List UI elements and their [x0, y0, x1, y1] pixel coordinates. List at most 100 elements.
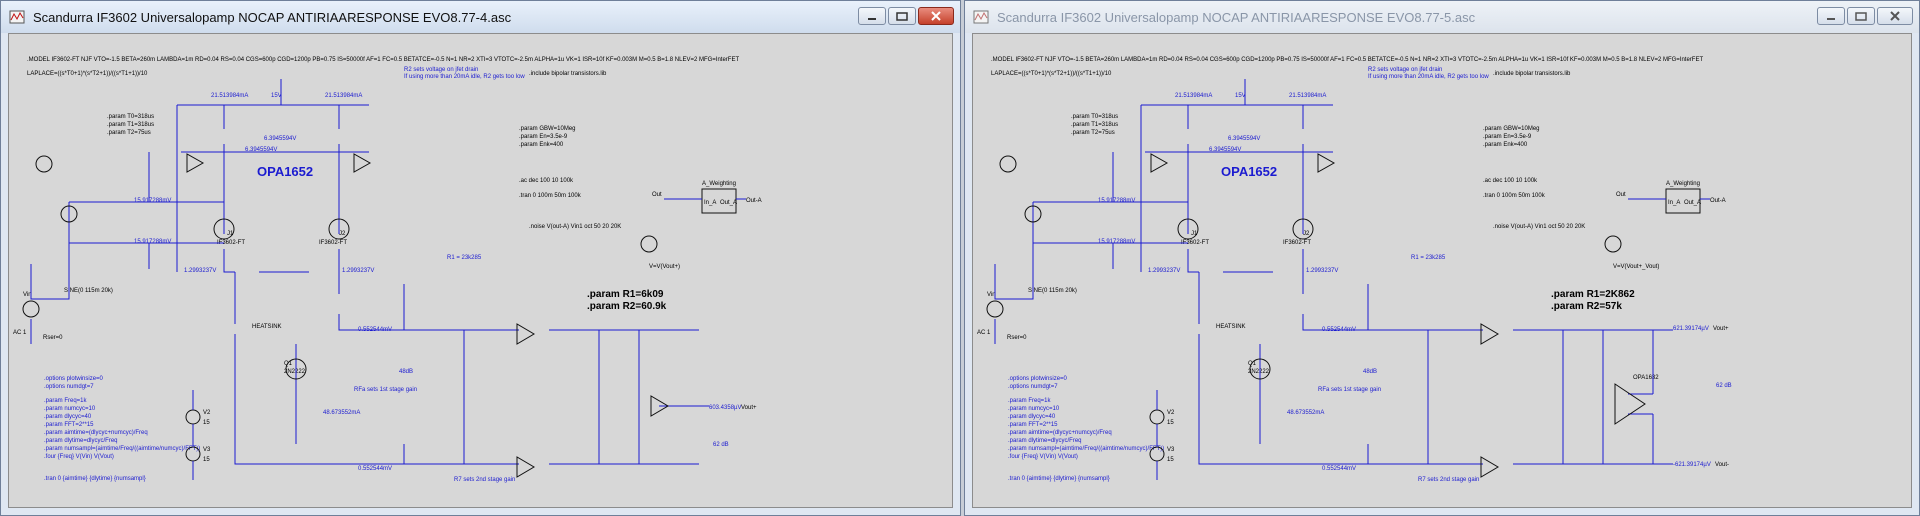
node-voltage-source-2: 1.2993237V — [342, 268, 374, 274]
param-t0: .param T0=318us — [107, 114, 154, 120]
r1-readout: R1 = 23k285 — [447, 255, 482, 261]
close-button[interactable] — [918, 7, 954, 25]
maximize-button[interactable] — [1847, 7, 1875, 25]
minimize-button[interactable] — [858, 7, 886, 25]
param-t1: .param T1=318us — [1071, 122, 1118, 128]
output-readout: 621.39174µV — [1673, 326, 1709, 332]
minimize-icon — [1827, 18, 1835, 20]
a-weighting-in: In_A — [704, 200, 716, 206]
j1-part: IF3602-FT — [1181, 240, 1209, 246]
current-left: 21.513984mA — [211, 93, 248, 99]
a-weighting-block[interactable] — [1665, 188, 1701, 214]
schematic-window-right[interactable]: Scandurra IF3602 Universalopamp NOCAP AN… — [964, 0, 1920, 516]
options-line-10: .four {Freq} V(Vin) V(Vout) — [44, 454, 114, 460]
title-bar[interactable]: Scandurra IF3602 Universalopamp NOCAP AN… — [1, 1, 960, 33]
param-r1: .param R1=2K862 — [1551, 289, 1635, 300]
node-voltage-out-2: 0.552544mV — [358, 466, 392, 472]
param-gbw: .param GBW=10Meg — [1483, 126, 1540, 132]
maximize-button[interactable] — [888, 7, 916, 25]
j1-transistor[interactable] — [213, 218, 235, 240]
j1-transistor[interactable] — [1177, 218, 1199, 240]
node-voltage-gate-2: 15.917288mV — [134, 239, 171, 245]
v2-source[interactable] — [185, 409, 201, 425]
laplace-directive: LAPLACE=((s*T0+1)*(s*T2+1))/((s*T1+1))/1… — [991, 71, 1112, 77]
sine-label: SINE(0 115m 20k) — [1028, 288, 1077, 294]
r2-note-1: R2 sets voltage on jfet drain — [404, 67, 478, 73]
j2-transistor[interactable] — [328, 218, 350, 240]
param-r1: .param R1=6k09 — [587, 289, 664, 300]
close-icon — [1890, 11, 1900, 21]
q1-part: 2N2222 — [284, 369, 306, 375]
schematic-canvas[interactable]: .MODEL IF3602-FT NJF VTO=-1.5 BETA=260m … — [972, 33, 1912, 508]
node-voltage-gate-2: 15.917288mV — [1098, 239, 1135, 245]
out-net: Out — [1616, 192, 1626, 198]
minimize-icon — [868, 18, 876, 20]
output-readout: 603.4358µV — [709, 405, 741, 411]
options-line-10: .four {Freq} V(Vin) V(Vout) — [1008, 454, 1078, 460]
r7-note: R7 sets 2nd stage gain — [454, 477, 515, 483]
e2-source[interactable] — [60, 205, 78, 223]
title-bar[interactable]: Scandurra IF3602 Universalopamp NOCAP AN… — [965, 1, 1919, 33]
node-voltage-out-2: 0.552544mV — [1322, 466, 1356, 472]
vin-source[interactable] — [986, 300, 1004, 318]
u5-opamp[interactable] — [1317, 153, 1336, 173]
output-readout-neg: -621.39174µV — [1673, 462, 1711, 468]
options-line-2: .options numdgt=7 — [1008, 384, 1058, 390]
u1-opamp[interactable] — [1480, 323, 1499, 345]
supply-15v: 15V — [271, 93, 282, 99]
rser-label: Rser=0 — [1007, 335, 1027, 341]
u5-opamp[interactable] — [353, 153, 372, 173]
j2-part: IF3602-FT — [319, 240, 347, 246]
node-voltage-drain-2: 6.3945594V — [1209, 147, 1241, 153]
heatsink-label: HEATSINK — [252, 324, 282, 330]
vin-source[interactable] — [22, 300, 40, 318]
schematic-window-left[interactable]: Scandurra IF3602 Universalopamp NOCAP AN… — [0, 0, 961, 516]
options-line-3: .param Freq=1k — [1008, 398, 1052, 404]
opa1632-opamp[interactable] — [1614, 383, 1646, 425]
v3-label: V3 — [1167, 447, 1175, 453]
options-line-3: .param Freq=1k — [44, 398, 88, 404]
j2-transistor[interactable] — [1292, 218, 1314, 240]
node-voltage-gate: 15.917288mV — [1098, 198, 1135, 204]
q1-transistor[interactable] — [285, 358, 307, 380]
param-r2: .param R2=60.9k — [587, 301, 667, 312]
param-t2: .param T2=75us — [107, 130, 151, 136]
b1-source[interactable] — [640, 235, 658, 253]
v2-source[interactable] — [1149, 409, 1165, 425]
current-right: 21.513984mA — [1289, 93, 1326, 99]
ac-directive: .ac dec 100 10 100k — [519, 178, 574, 184]
u3-opamp[interactable] — [1150, 153, 1169, 173]
r7-note: R7 sets 2nd stage gain — [1418, 477, 1479, 483]
b1-source[interactable] — [1604, 235, 1622, 253]
close-button[interactable] — [1877, 7, 1913, 25]
e1-source[interactable] — [999, 155, 1017, 173]
node-voltage-drain: 6.3945594V — [1228, 136, 1260, 142]
e2-source[interactable] — [1024, 205, 1042, 223]
u1-opamp[interactable] — [516, 323, 535, 345]
noise-directive: .noise V(out-A) Vin1 oct 50 20 20K — [529, 224, 621, 230]
a-weighting-block[interactable] — [701, 188, 737, 214]
a-weighting-label: A_Weighting — [1666, 181, 1700, 187]
minimize-button[interactable] — [1817, 7, 1845, 25]
u3-opamp[interactable] — [186, 153, 205, 173]
b1-expr: V=V(Vout+_Vout) — [1613, 264, 1659, 270]
vin-label: Vin — [987, 292, 996, 298]
options-line-9: .param numsampl=(aimtime/Freq/((aimtime/… — [1008, 446, 1164, 452]
u4-opamp[interactable] — [650, 395, 669, 417]
schematic-drawing: .MODEL IF3602-FT NJF VTO=-1.5 BETA=260m … — [977, 57, 1732, 483]
restore-icon — [1855, 12, 1867, 21]
opamp-label: OPA1652 — [1221, 164, 1277, 179]
q1-transistor[interactable] — [1249, 358, 1271, 380]
tran-command: .tran 0 {aimtime} {dlytime} {numsampl} — [44, 476, 146, 482]
ac-directive: .ac dec 100 10 100k — [1483, 178, 1538, 184]
e1-source[interactable] — [35, 155, 53, 173]
j2-part: IF3602-FT — [1283, 240, 1311, 246]
v2-label: V2 — [203, 410, 211, 416]
j1-label: J1 — [227, 231, 234, 237]
schematic-canvas[interactable]: .MODEL IF3602-FT NJF VTO=-1.5 BETA=260m … — [8, 33, 953, 508]
node-voltage-source: 1.2993237V — [184, 268, 216, 274]
u2-opamp[interactable] — [516, 456, 535, 478]
node-current-q1: 48.673552mA — [1287, 410, 1324, 416]
output-net-label: Vout+ — [741, 405, 757, 411]
u2-opamp[interactable] — [1480, 456, 1499, 478]
